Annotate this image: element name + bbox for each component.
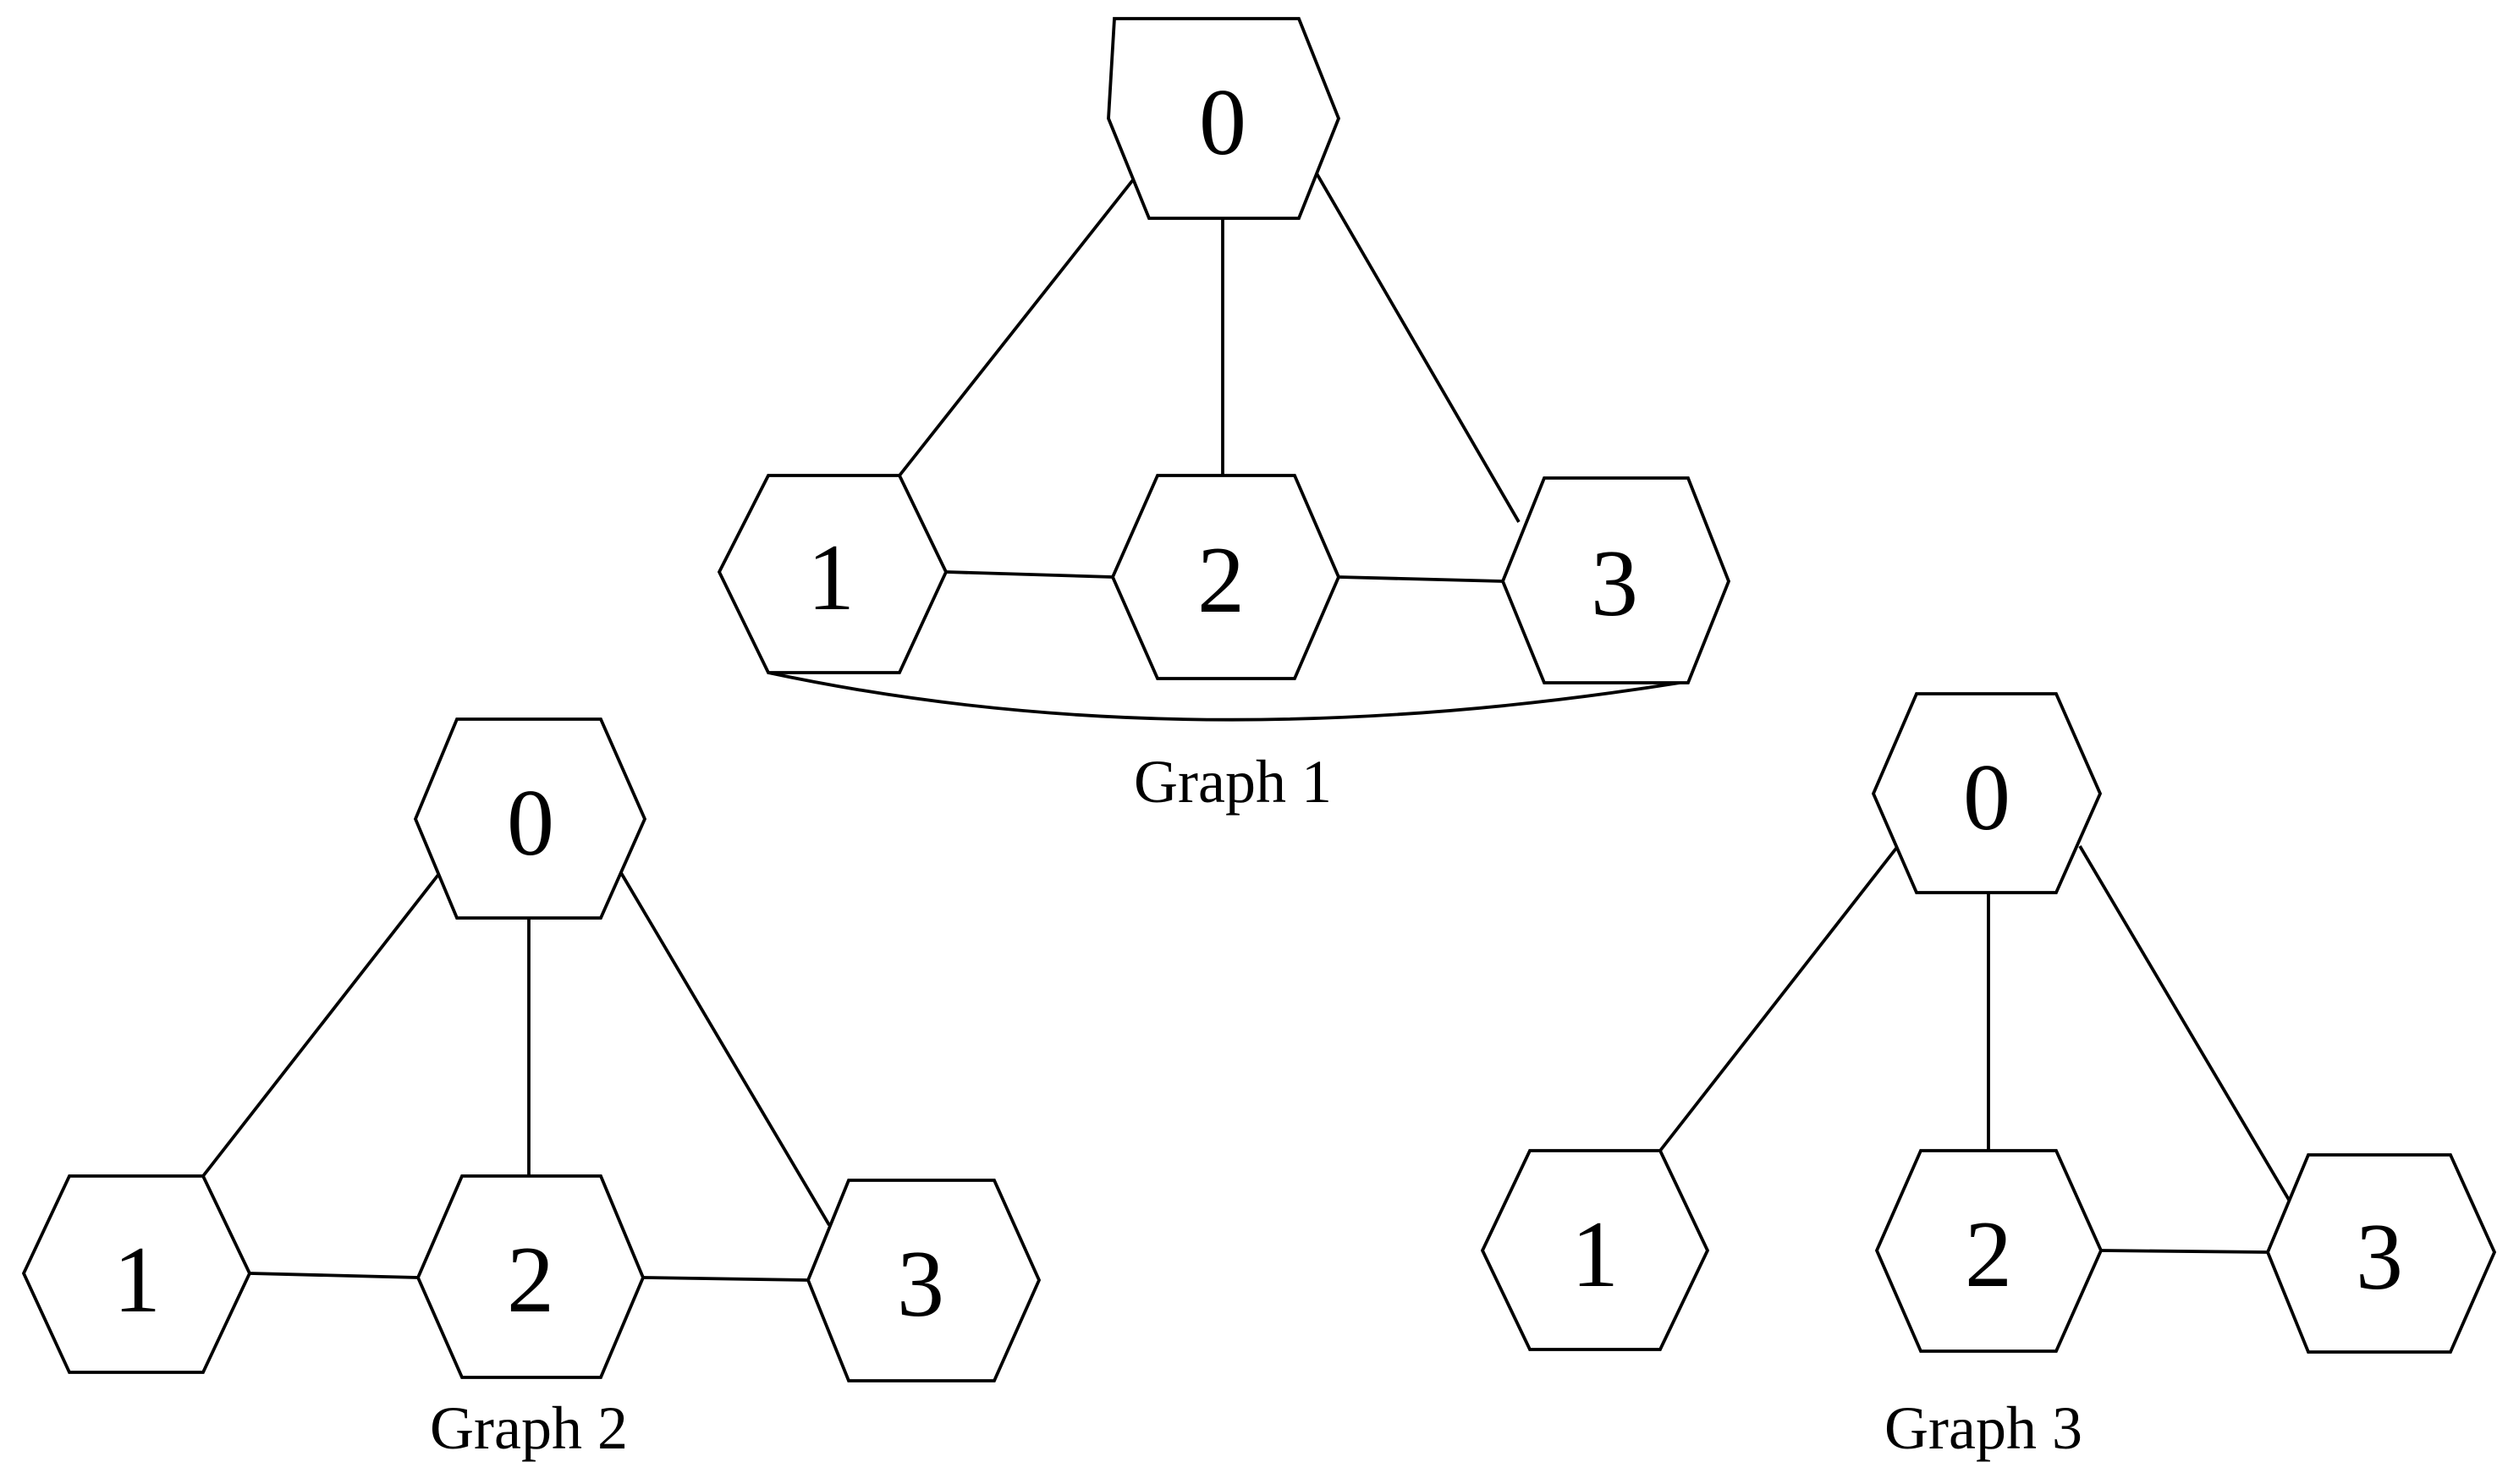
- graph-1-edge-0-3: [1315, 173, 1521, 523]
- graph-1-node-1-hexagon: [717, 474, 949, 674]
- graph-1-edge-1-2: [945, 570, 1114, 579]
- graph-2-node-0-hexagon: [413, 717, 647, 920]
- graph-2-node-2-hexagon: [415, 1174, 646, 1379]
- graph-1-caption: Graph 1: [1134, 748, 1332, 816]
- graph-3-edge-2-3: [2100, 1249, 2269, 1254]
- graph-2-node-0: 0: [413, 717, 647, 920]
- graph-2: 0 1 2 3 Graph 2: [21, 717, 1042, 1462]
- graph-2-edge-0-3: [619, 871, 831, 1226]
- graph-3-node-0-label: 0: [1963, 745, 2010, 850]
- graph-2-node-1-label: 1: [113, 1228, 161, 1333]
- graph-2-node-3-hexagon: [806, 1179, 1042, 1382]
- graph-2-caption: Graph 2: [430, 1394, 628, 1462]
- graph-3-node-2: 2: [1874, 1149, 2104, 1353]
- graph-3-node-1-label: 1: [1571, 1202, 1619, 1307]
- graph-2-edge-0-1: [201, 870, 443, 1178]
- graph-3-node-0: 0: [1871, 692, 2103, 894]
- graph-1-node-1: 1: [717, 474, 949, 674]
- graph-2-edge-1-2: [249, 1272, 419, 1279]
- graph-2-node-2-label: 2: [507, 1228, 554, 1333]
- graph-2-node-1: 1: [21, 1174, 252, 1374]
- graph-1-node-0: 0: [1107, 17, 1341, 220]
- graph-1: 0 1 2 3 Graph 1: [717, 17, 1731, 816]
- graph-3-node-1-hexagon: [1480, 1149, 1710, 1351]
- graph-1-node-0-label: 0: [1199, 70, 1246, 175]
- graph-2-node-1-hexagon: [21, 1174, 252, 1374]
- graph-3-edge-0-1: [1658, 844, 1900, 1152]
- graph-1-edge-2-3: [1338, 575, 1504, 583]
- graph-1-node-3-label: 3: [1591, 531, 1638, 636]
- graph-3-node-1: 1: [1480, 1149, 1710, 1351]
- graph-1-node-1-label: 1: [807, 525, 855, 630]
- graph-3-node-2-label: 2: [1965, 1202, 2012, 1307]
- graph-1-node-2: 2: [1110, 474, 1341, 680]
- graph-1-edge-0-1: [898, 172, 1140, 477]
- graph-1-node-2-hexagon: [1110, 474, 1341, 680]
- graph-3-edge-0-3: [2078, 845, 2291, 1201]
- graph-2-node-3: 3: [806, 1179, 1042, 1382]
- graph-1-edge-1-3: [767, 671, 1680, 722]
- graph-3-caption: Graph 3: [1884, 1394, 2082, 1462]
- graph-3: 0 1 2 3 Graph 3: [1480, 692, 2497, 1462]
- graph-3-node-3-label: 3: [2356, 1205, 2403, 1310]
- graph-3-node-3: 3: [2265, 1153, 2497, 1354]
- graph-3-node-2-hexagon: [1874, 1149, 2104, 1353]
- graph-1-node-3: 3: [1500, 476, 1731, 684]
- graph-1-node-0-hexagon: [1107, 17, 1341, 220]
- graph-3-node-3-hexagon: [2265, 1153, 2497, 1354]
- graph-3-node-0-hexagon: [1871, 692, 2103, 894]
- graph-1-node-2-label: 2: [1197, 528, 1245, 633]
- graph-2-node-0-label: 0: [507, 771, 554, 876]
- graph-2-node-2: 2: [415, 1174, 646, 1379]
- graph-2-node-3-label: 3: [897, 1232, 944, 1337]
- graph-1-node-3-hexagon: [1500, 476, 1731, 684]
- graph-2-edge-2-3: [642, 1276, 809, 1282]
